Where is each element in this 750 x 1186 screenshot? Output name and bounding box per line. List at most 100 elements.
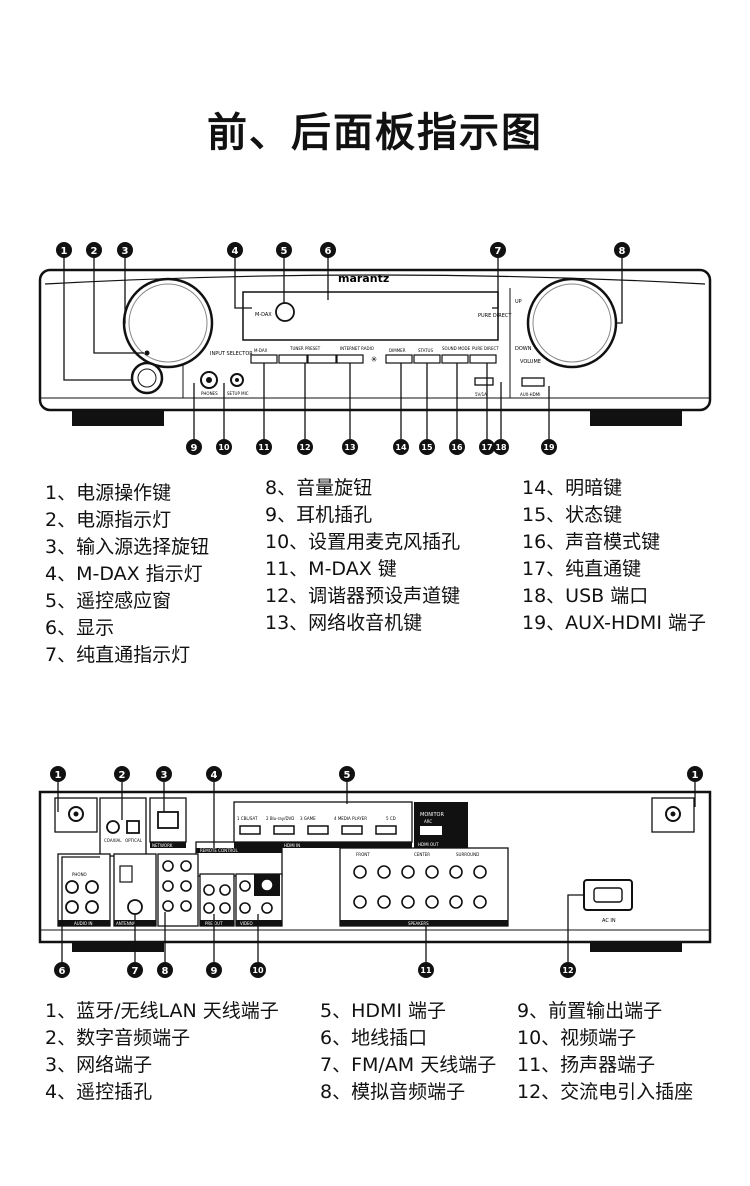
speaker-terminals [339, 847, 509, 927]
legend-item: 4、M-DAX 指示灯 [45, 563, 203, 585]
legend-item: 16、声音模式键 [522, 531, 661, 553]
legend-item: 2、电源指示灯 [45, 509, 172, 531]
legend-item: 9、前置输出端子 [517, 1000, 663, 1022]
svg-text:HDMI OUT: HDMI OUT [418, 842, 439, 847]
svg-text:7: 7 [132, 966, 139, 977]
svg-text:TUNER PRESET: TUNER PRESET [289, 346, 321, 351]
legend-item: 7、纯直通指示灯 [45, 644, 191, 666]
audio-in-r-jack [85, 900, 99, 914]
legend-item: 2、数字音频端子 [45, 1027, 191, 1049]
front-legend-col-2: 8、音量旋钮 9、耳机插孔 10、设置用麦克风插孔 11、M-DAX 键 12、… [265, 475, 460, 637]
front-panel-diagram: UP DOWN VOLUME INPUT SELECTOR M-DAX PURE… [38, 242, 712, 455]
svg-text:15: 15 [421, 443, 433, 452]
legend-item: 5、HDMI 端子 [320, 1000, 447, 1022]
svg-text:ANTENNA: ANTENNA [116, 921, 136, 926]
svg-text:9: 9 [211, 966, 218, 977]
svg-text:19: 19 [543, 443, 555, 452]
svg-text:8: 8 [162, 966, 169, 977]
legend-item: 17、纯直通键 [522, 558, 642, 580]
legend-item: 3、输入源选择旋钮 [45, 536, 210, 558]
svg-text:2 Blu-ray/DVD: 2 Blu-ray/DVD [266, 816, 294, 821]
legend-item: 19、AUX-HDMI 端子 [522, 612, 706, 634]
svg-text:REMOTE CONTROL: REMOTE CONTROL [200, 848, 238, 853]
svg-text:16: 16 [451, 443, 463, 452]
svg-text:12: 12 [299, 443, 310, 452]
rear-legend-col-2: 5、HDMI 端子 6、地线插口 7、FM/AM 天线端子 8、模拟音频端子 [320, 998, 496, 1106]
speaker-posts [353, 865, 487, 909]
legend-item: 15、状态键 [522, 504, 623, 526]
svg-text:1: 1 [692, 770, 699, 781]
coaxial-jack [106, 820, 120, 834]
svg-text:11: 11 [420, 966, 432, 975]
svg-text:FRONT: FRONT [356, 852, 370, 857]
legend-item: 4、遥控插孔 [45, 1081, 153, 1103]
legend-item: 1、电源操作键 [45, 482, 172, 504]
rear-right-foot [590, 942, 682, 952]
svg-text:DIMMER: DIMMER [389, 348, 406, 353]
svg-text:COAXIAL: COAXIAL [104, 838, 122, 843]
legend-item: 10、视频端子 [517, 1027, 637, 1049]
legend-item: 18、USB 端口 [522, 585, 649, 607]
svg-text:STATUS: STATUS [418, 348, 433, 353]
usb-port [474, 377, 494, 386]
svg-text:2: 2 [119, 770, 126, 781]
svg-text:ARC: ARC [424, 819, 432, 824]
svg-text:PURE DIRECT: PURE DIRECT [472, 346, 499, 351]
legend-item: 10、设置用麦克风插孔 [265, 531, 461, 553]
button-row: ✳ [250, 354, 497, 364]
svg-text:12: 12 [562, 966, 573, 975]
legend-item: 7、FM/AM 天线端子 [320, 1054, 497, 1076]
svg-text:13: 13 [344, 443, 355, 452]
svg-text:9: 9 [191, 443, 198, 454]
svg-text:UP: UP [515, 299, 522, 305]
legend-item: 13、网络收音机键 [265, 612, 423, 634]
front-right-foot [590, 410, 682, 426]
legend-item: 3、网络端子 [45, 1054, 153, 1076]
input-selector-knob [122, 277, 214, 369]
svg-text:SPEAKERS: SPEAKERS [408, 921, 429, 926]
legend-item: 1、蓝牙/无线LAN 天线端子 [45, 1000, 279, 1022]
svg-text:CENTER: CENTER [414, 852, 430, 857]
svg-text:SOUND MODE: SOUND MODE [442, 346, 471, 351]
svg-text:10: 10 [252, 966, 264, 975]
hdmi-input-strip [233, 801, 413, 843]
svg-text:3: 3 [122, 246, 129, 257]
legend-item: 8、音量旋钮 [265, 477, 373, 499]
rear-left-foot [72, 942, 164, 952]
svg-text:11: 11 [258, 443, 270, 452]
phono-l-jack [65, 880, 79, 894]
svg-text:NETWORK: NETWORK [152, 843, 173, 848]
svg-text:5: 5 [281, 246, 288, 257]
rear-markers: 1 2 3 4 5 1 6 7 8 9 10 11 12 [50, 766, 703, 978]
svg-text:PHONES: PHONES [201, 391, 218, 396]
svg-text:SETUP MIC: SETUP MIC [227, 391, 249, 396]
svg-text:17: 17 [481, 443, 492, 452]
page-title: 前、后面板指示图 [207, 110, 543, 156]
svg-text:4: 4 [211, 770, 218, 781]
svg-text:6: 6 [59, 966, 66, 977]
svg-text:14: 14 [395, 443, 407, 452]
aux-hdmi-port [521, 377, 545, 387]
svg-text:18: 18 [495, 443, 507, 452]
legend-item: 5、遥控感应窗 [45, 590, 172, 612]
svg-text:OPTICAL: OPTICAL [125, 838, 143, 843]
svg-text:AUDIO IN: AUDIO IN [74, 921, 93, 926]
svg-text:M-DAX: M-DAX [255, 312, 272, 318]
legend-item: 11、扬声器端子 [517, 1054, 656, 1076]
hdmi-monitor-block [414, 802, 468, 848]
display-window [242, 291, 499, 341]
svg-text:INTERNET RADIO: INTERNET RADIO [340, 346, 374, 351]
svg-text:AUX-HDMI: AUX-HDMI [520, 392, 540, 397]
svg-text:3: 3 [161, 770, 168, 781]
svg-text:4: 4 [232, 246, 239, 257]
svg-text:VIDEO: VIDEO [240, 921, 253, 926]
svg-text:INPUT SELECTOR: INPUT SELECTOR [210, 351, 253, 357]
svg-text:2: 2 [91, 246, 98, 257]
svg-text:SURROUND: SURROUND [456, 852, 479, 857]
svg-text:1 CBL/SAT: 1 CBL/SAT [237, 816, 258, 821]
rear-panel-diagram: COAXIAL OPTICAL NETWORK REMOTE CONTROL P… [38, 766, 712, 978]
legend-item: 12、交流电引入插座 [517, 1081, 694, 1103]
front-legend-col-3: 14、明暗键 15、状态键 16、声音模式键 17、纯直通键 18、USB 端口… [522, 475, 706, 637]
svg-text:1: 1 [61, 246, 68, 257]
front-legend-col-1: 1、电源操作键 2、电源指示灯 3、输入源选择旋钮 4、M-DAX 指示灯 5、… [45, 480, 209, 669]
